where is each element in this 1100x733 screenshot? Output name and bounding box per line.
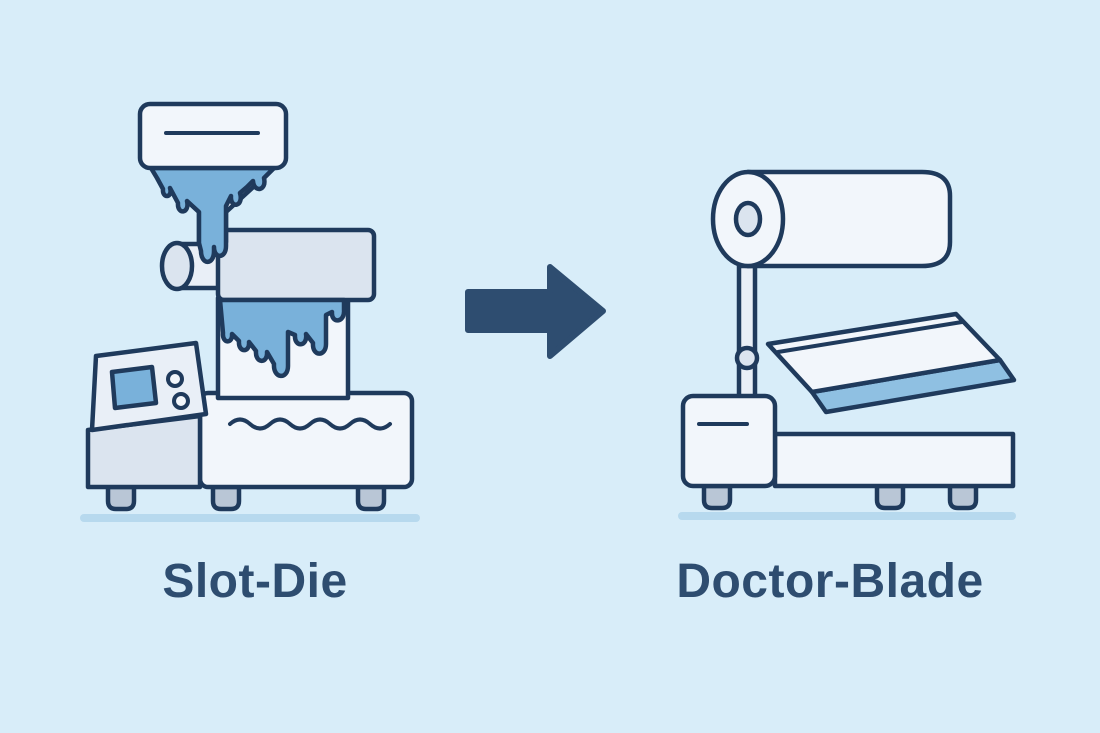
- platform-bed: [772, 431, 1016, 489]
- panel-button: [172, 392, 190, 410]
- slurry-drips: [217, 297, 347, 379]
- arrow-shape: [465, 264, 606, 359]
- blade-edge-line: [776, 320, 964, 354]
- slot-die-illustration: [80, 101, 420, 522]
- machine-leg: [701, 483, 733, 511]
- machine-leg: [210, 484, 242, 512]
- feed-roller-cap: [159, 240, 195, 292]
- roller-hub: [733, 200, 763, 238]
- machine-leg: [874, 483, 906, 511]
- slot-die-label: Slot-Die: [162, 555, 348, 608]
- control-screen: [109, 364, 159, 411]
- slot-die-shadow: [80, 514, 420, 522]
- wavy-liquid-line: [228, 417, 392, 431]
- right-arrow-icon: [465, 264, 606, 359]
- support-arm: [736, 263, 758, 403]
- base-box: [680, 393, 778, 489]
- coating-tank: [197, 390, 415, 490]
- doctor-blade-plate: [765, 311, 1003, 395]
- doctor-blade-shadow: [678, 512, 1016, 520]
- roller-body: [745, 169, 953, 269]
- hopper-slurry: [148, 165, 277, 265]
- doctor-blade-illustration: [678, 169, 1017, 520]
- machine-leg: [947, 483, 979, 511]
- machine-leg: [355, 484, 387, 512]
- panel-button: [166, 370, 184, 388]
- doctor-blade-label: Doctor-Blade: [676, 555, 984, 608]
- slot-die-head: [215, 227, 377, 303]
- hopper: [137, 101, 289, 171]
- machine-leg: [105, 484, 137, 512]
- arm-joint: [734, 345, 760, 371]
